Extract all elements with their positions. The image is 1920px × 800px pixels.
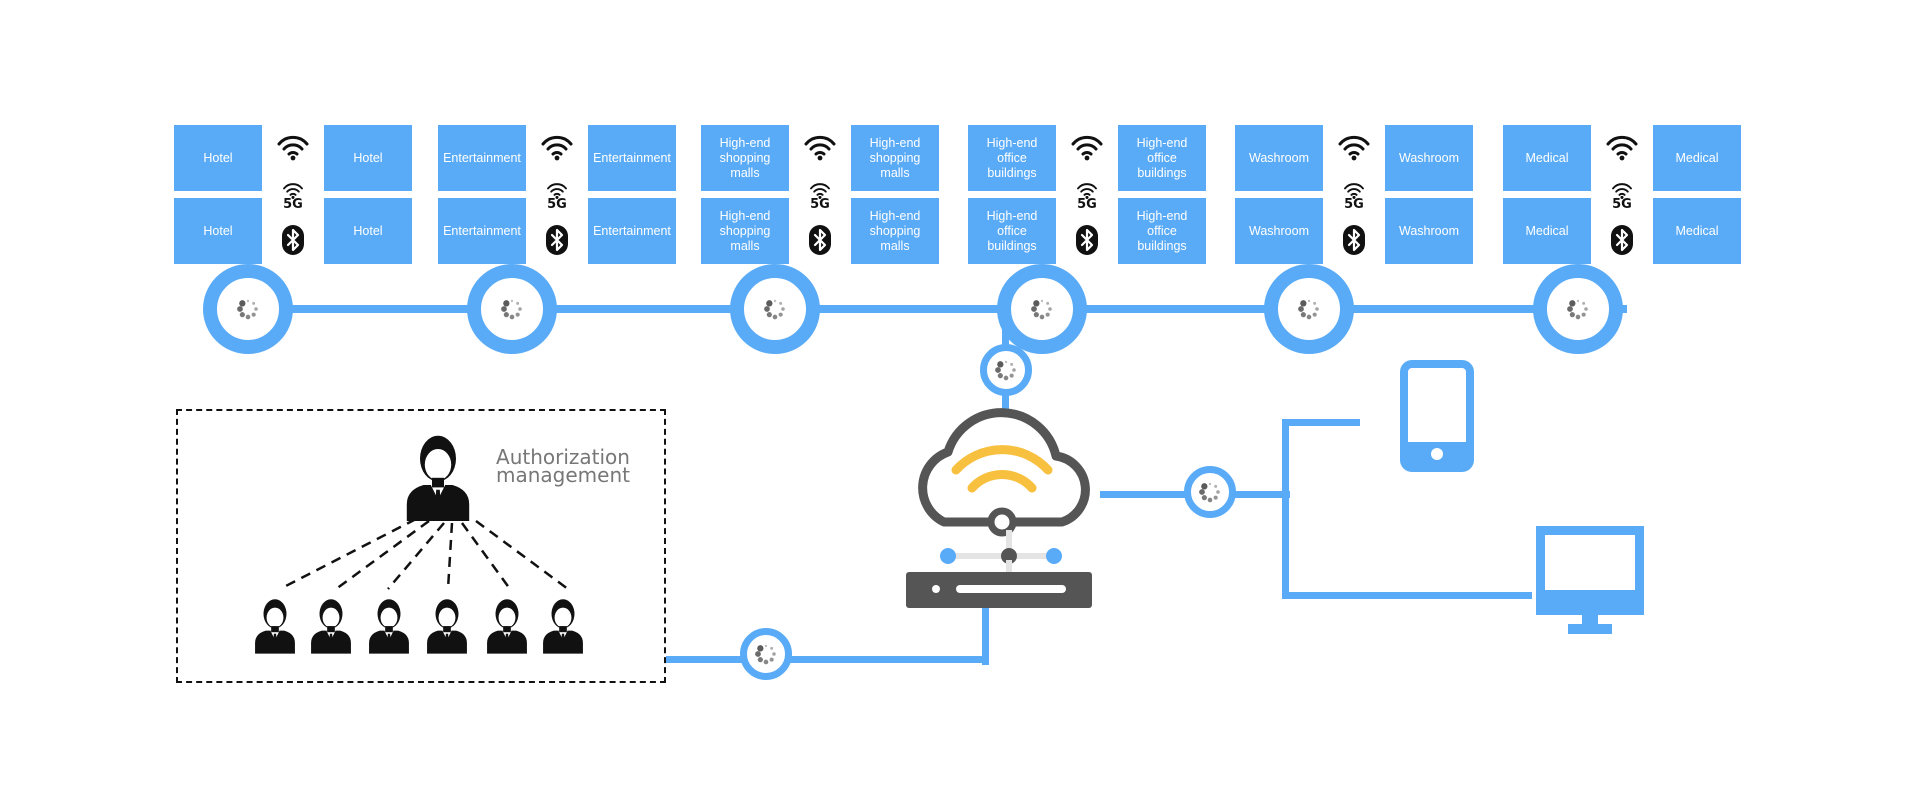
venue-tile: Washroom (1235, 198, 1323, 264)
mobile-phone-icon (1400, 360, 1474, 472)
wifi-icon (804, 135, 836, 161)
venue-tile: High-end office buildings (1118, 125, 1206, 191)
wifi-icon (541, 135, 573, 161)
loading-spinner-icon (764, 299, 785, 320)
cloud-icon (918, 408, 1090, 537)
5g-signal-icon (283, 183, 303, 199)
bluetooth-icon (546, 225, 568, 255)
venue-tile: High-end shopping malls (701, 198, 789, 264)
user-icon (366, 592, 412, 659)
user-icon (252, 592, 298, 659)
venue-tile: High-end shopping malls (701, 125, 789, 191)
5g-signal-icon (1612, 183, 1632, 199)
authorization-management-box (176, 409, 666, 683)
server-icon (906, 530, 1092, 608)
5g-signal-icon (1344, 183, 1364, 199)
venue-tile: Hotel (324, 125, 412, 191)
loading-spinner-icon (501, 299, 522, 320)
5g-label: 5G (1344, 197, 1364, 212)
venue-tile: Entertainment (438, 198, 526, 264)
server-down-line (982, 605, 989, 665)
venue-tile: Hotel (324, 198, 412, 264)
5g-label: 5G (547, 197, 567, 212)
5g-label: 5G (283, 197, 303, 212)
venue-tile: Medical (1653, 125, 1741, 191)
administrator-icon (402, 425, 474, 526)
wifi-icon (1606, 135, 1638, 161)
wifi-icon (1071, 135, 1103, 161)
bluetooth-icon (1343, 225, 1365, 255)
phone-branch-line (1282, 419, 1360, 426)
user-icon (484, 592, 530, 659)
wifi-icon (1338, 135, 1370, 161)
server-to-auth-line (666, 656, 989, 663)
5g-label: 5G (1077, 197, 1097, 212)
venue-tile: Medical (1503, 198, 1591, 264)
venue-tile: High-end office buildings (968, 125, 1056, 191)
backbone-line (292, 305, 1627, 313)
loading-spinner-icon (995, 360, 1016, 381)
venue-tile: High-end shopping malls (851, 125, 939, 191)
loading-spinner-icon (1199, 482, 1220, 503)
venue-tile: Entertainment (438, 125, 526, 191)
loading-spinner-icon (1567, 299, 1588, 320)
authorization-tree (279, 517, 569, 591)
5g-signal-icon (1077, 183, 1097, 199)
bluetooth-icon (1611, 225, 1633, 255)
5g-label: 5G (1612, 197, 1632, 212)
user-icon (308, 592, 354, 659)
bluetooth-icon (809, 225, 831, 255)
venue-tile: Medical (1503, 125, 1591, 191)
cloud-devices-node (1184, 466, 1236, 518)
user-icon (424, 592, 470, 659)
venue-tile: Entertainment (588, 125, 676, 191)
5g-signal-icon (810, 183, 830, 199)
monitor-branch-line (1282, 592, 1532, 599)
user-icon (540, 592, 586, 659)
bluetooth-icon (282, 225, 304, 255)
access-point-hub (467, 264, 557, 354)
auth-link-node (740, 628, 792, 680)
venue-tile: Washroom (1385, 198, 1473, 264)
authorization-management-label: Authorization management (496, 445, 630, 487)
venue-tile: Hotel (174, 198, 262, 264)
5g-label: 5G (810, 197, 830, 212)
venue-tile: Medical (1653, 198, 1741, 264)
venue-tile: Entertainment (588, 198, 676, 264)
venue-tile: Washroom (1235, 125, 1323, 191)
bluetooth-icon (1076, 225, 1098, 255)
venue-tile: Hotel (174, 125, 262, 191)
loading-spinner-icon (1031, 299, 1052, 320)
loading-spinner-icon (237, 299, 258, 320)
5g-signal-icon (547, 183, 567, 199)
desktop-monitor-icon (1536, 526, 1644, 634)
venue-tile: Washroom (1385, 125, 1473, 191)
venue-tile: High-end office buildings (968, 198, 1056, 264)
wifi-icon (277, 135, 309, 161)
loading-spinner-icon (755, 644, 776, 665)
venue-tile: High-end shopping malls (851, 198, 939, 264)
venue-tile: High-end office buildings (1118, 198, 1206, 264)
cloud-uplink-node (980, 344, 1032, 396)
loading-spinner-icon (1298, 299, 1319, 320)
device-branch-vertical (1282, 419, 1289, 599)
